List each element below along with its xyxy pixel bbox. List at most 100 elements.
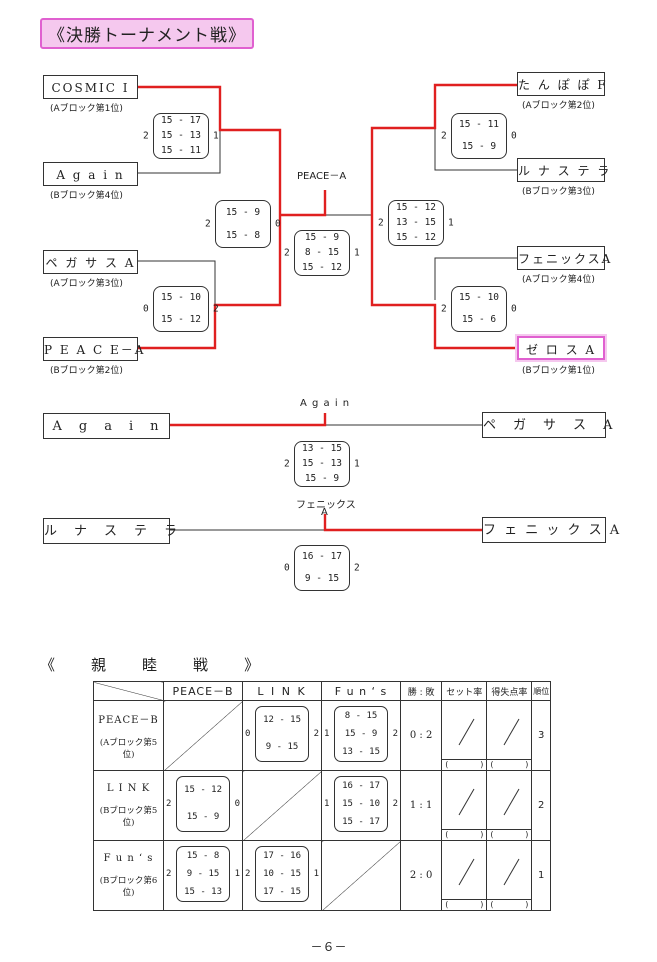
slash-mark	[458, 858, 475, 886]
self-match-cell	[242, 770, 323, 841]
team-phoenix-sub: (Aブロック第4位)	[522, 275, 595, 285]
slash-mark	[503, 718, 520, 746]
header-set-rate: セット率	[441, 681, 488, 701]
header-col-funs: F u n ‘ s	[321, 681, 402, 701]
set-rate-cell: ()	[441, 840, 488, 911]
header-corner	[92, 681, 165, 701]
team-cosmic-sub: (Aブロック第1位)	[50, 104, 123, 114]
team-luna-sub: (Bブロック第3位)	[522, 187, 595, 197]
line-pegasus	[137, 260, 216, 305]
row-record: 1 : 1	[400, 770, 443, 841]
line-champion	[280, 190, 327, 217]
team-again-sub: (Bブロック第4位)	[50, 191, 123, 201]
row-record: 2 : 0	[400, 840, 443, 911]
row-rank: 3	[531, 700, 551, 771]
third-winner-label: A g a i n	[300, 398, 351, 409]
team-again: A g a i n	[43, 162, 138, 186]
header-record: 勝 : 敗	[400, 681, 443, 701]
team-cosmic: COSMIC Ⅰ	[43, 75, 138, 99]
row-team-sub: (Aブロック第5位)	[99, 738, 158, 760]
third-right-team: ペ ガ サ ス A	[482, 412, 612, 438]
slash-mark	[503, 788, 520, 816]
team-peace: P E A C E－A	[43, 337, 143, 361]
row-team-name: PEACE－B(Aブロック第5位)	[92, 700, 165, 771]
row-team-name: L I N K(Bブロック第5位)	[92, 770, 165, 841]
row-record: 0 : 2	[400, 700, 443, 771]
set-rate-cell: ()	[441, 700, 488, 771]
self-match-cell	[321, 840, 402, 911]
header-rank: 順位	[531, 681, 551, 701]
line-luna	[434, 128, 518, 171]
team-peace-sub: (Bブロック第2位)	[50, 366, 123, 376]
row-team-sub: (Bブロック第6位)	[99, 876, 158, 898]
fifth-right-team: フ ェ ニ ッ ク ス A	[482, 517, 619, 543]
champion-label: PEACE－A	[297, 171, 347, 182]
point-rate-cell: ()	[486, 700, 533, 771]
slash-mark	[458, 788, 475, 816]
team-phoenix: フェニックスA	[517, 246, 610, 270]
line-cosmic-win	[137, 85, 282, 215]
team-pegasus: ペ ガ サ ス A	[43, 250, 138, 274]
fifth-winner-label: フェニックス	[296, 500, 356, 511]
slash-mark	[458, 718, 475, 746]
header-point-rate: 得失点率	[486, 681, 533, 701]
bracket-lines	[137, 83, 518, 532]
line-again	[137, 130, 221, 174]
team-zeros: ゼ ロ ス A	[517, 336, 605, 360]
set-rate-cell: ()	[441, 770, 488, 841]
row-team-name: F u n ‘ s(Bブロック第6位)	[92, 840, 165, 911]
header-col-peace-b: PEACE－B	[163, 681, 244, 701]
slash-mark	[503, 858, 520, 886]
line-fifth-win	[323, 514, 484, 532]
header-col-link: L I N K	[242, 681, 323, 701]
fifth-winner-label-2: A	[321, 507, 328, 518]
friendly-table: PEACE－B L I N K F u n ‘ s 勝 : 敗 セット率 得失点…	[92, 681, 551, 911]
team-pegasus-sub: (Aブロック第3位)	[50, 279, 123, 289]
line-peace-win	[137, 215, 282, 350]
line-phoenix	[434, 257, 518, 300]
team-zeros-sub: (Bブロック第1位)	[522, 366, 595, 376]
row-rank: 1	[531, 840, 551, 911]
page-title: 《決勝トーナメント戦》	[40, 18, 254, 49]
team-tanpopo: た ん ぽ ぽ F	[517, 72, 606, 96]
line-third-win	[168, 413, 327, 427]
team-tanpopo-sub: (Aブロック第2位)	[522, 101, 595, 111]
self-match-cell	[163, 700, 244, 771]
point-rate-cell: ()	[486, 840, 533, 911]
line-right-red	[370, 83, 518, 350]
row-rank: 2	[531, 770, 551, 841]
team-luna: ル ナ ス テ ラ	[517, 158, 609, 182]
row-team-sub: (Bブロック第5位)	[99, 806, 158, 828]
line-fifth-left	[168, 514, 326, 531]
table-header-row: PEACE－B L I N K F u n ‘ s 勝 : 敗 セット率 得失点…	[92, 681, 551, 701]
fifth-left-team: ル ナ ス テ ラ	[43, 518, 177, 544]
third-left-team: A g a i n	[43, 413, 170, 439]
page-number: －６－	[310, 940, 347, 954]
friendly-heading: 《親睦戦》	[40, 656, 260, 674]
point-rate-cell: ()	[486, 770, 533, 841]
